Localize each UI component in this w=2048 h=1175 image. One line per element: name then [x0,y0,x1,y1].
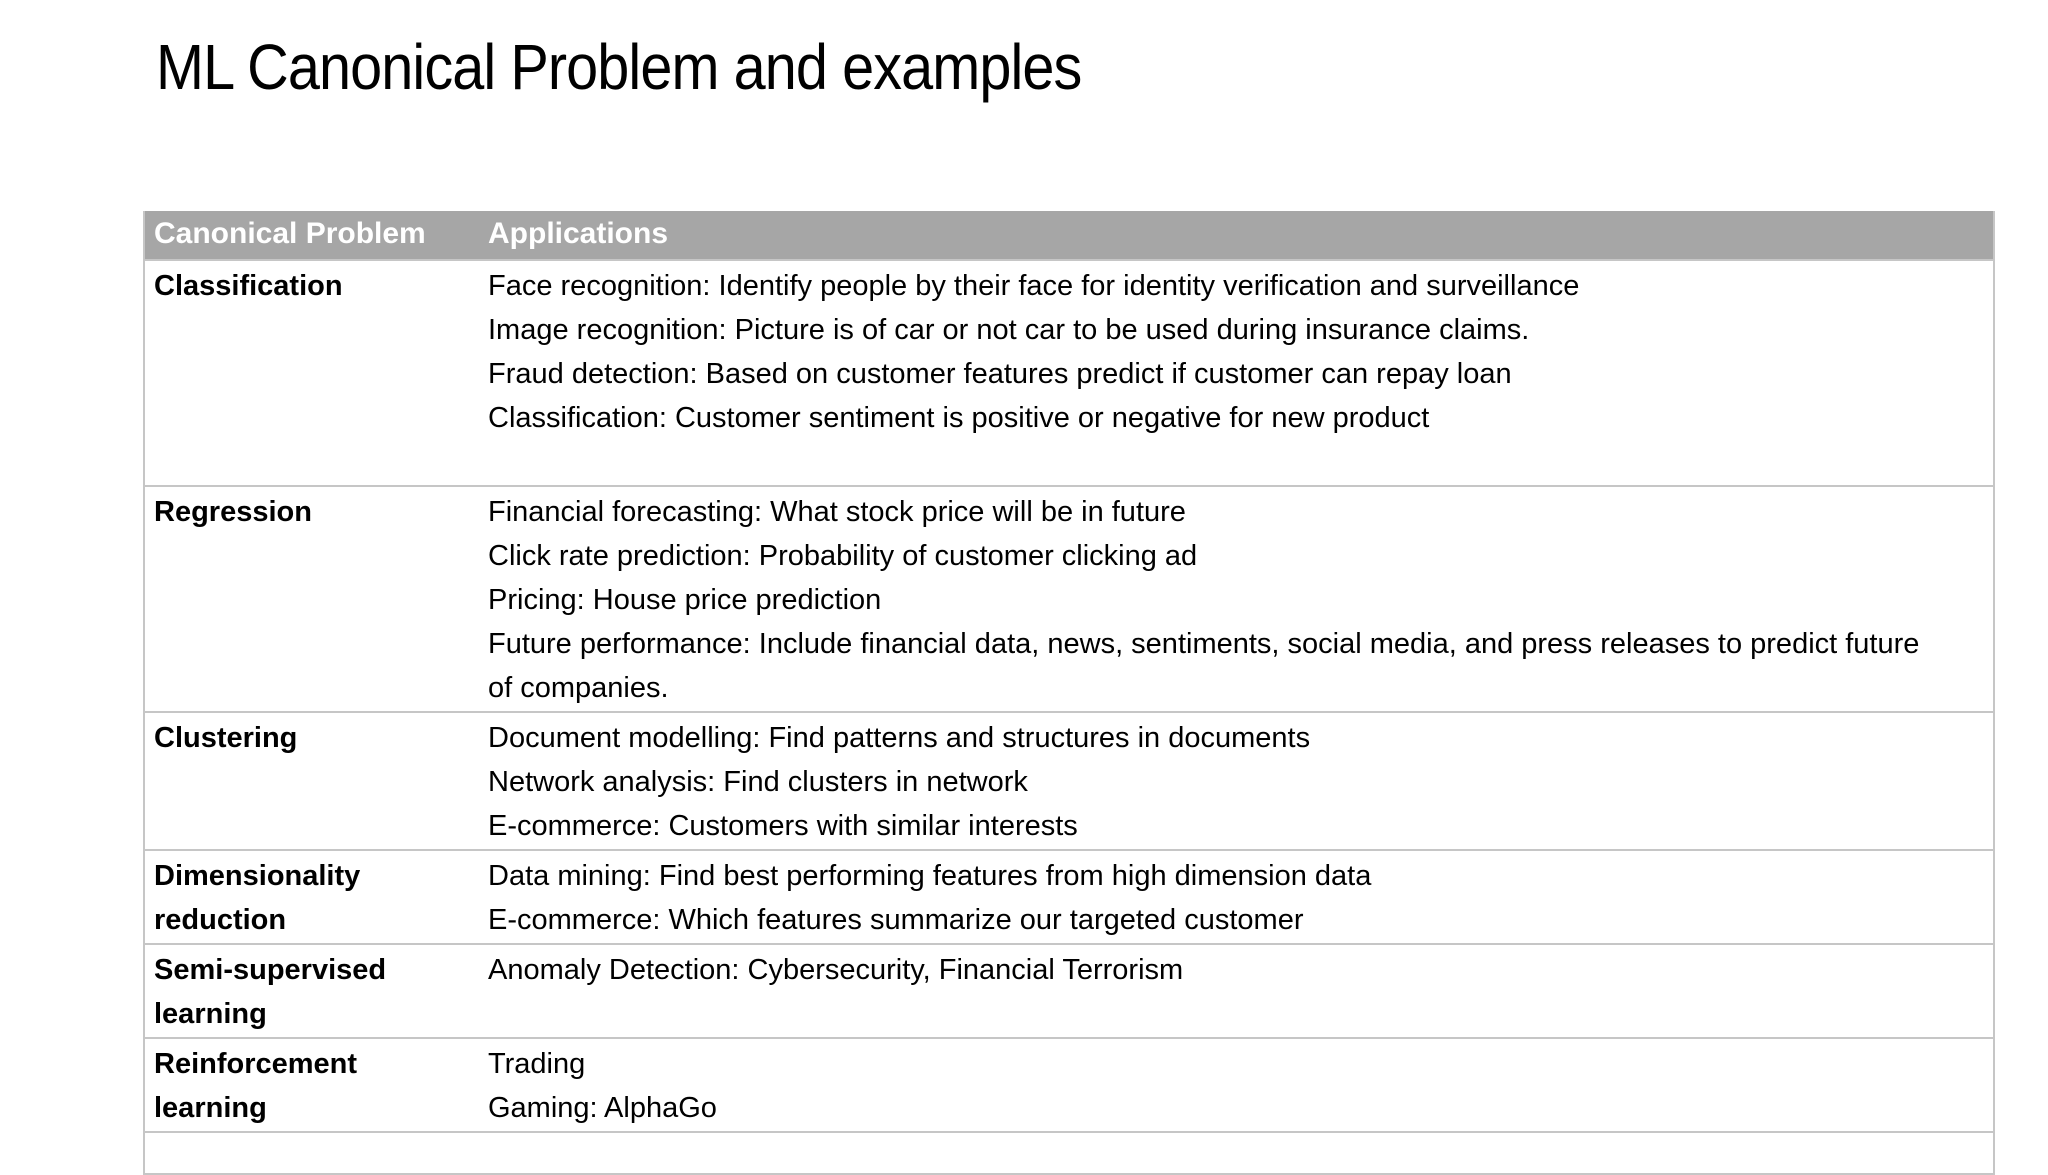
applications-cell: Financial forecasting: What stock price … [479,486,1994,712]
application-line: Network analysis: Find clusters in netwo… [488,766,1028,798]
problem-cell: Semi-supervised learning [154,954,387,1030]
application-line: Classification: Customer sentiment is po… [488,402,1430,434]
application-line: Data mining: Find best performing featur… [488,860,1372,892]
application-line: E-commerce: Customers with similar inter… [488,810,1078,842]
problem-cell: Dimensionality reduction [154,860,361,936]
problem-cell: Clustering [154,722,298,754]
table-row: Regression Financial forecasting: What st… [144,486,1994,712]
application-line: Face recognition: Identify people by the… [488,270,1580,302]
applications-cell: Anomaly Detection: Cybersecurity, Financ… [479,944,1994,1038]
applications-cell [479,1132,1994,1174]
application-line: Image recognition: Picture is of car or … [488,314,1530,346]
applications-cell: Document modelling: Find patterns and st… [479,712,1994,850]
application-line: Trading [488,1048,586,1080]
application-line: Click rate prediction: Probability of cu… [488,540,1198,572]
application-line: Document modelling: Find patterns and st… [488,722,1311,754]
application-line: Future performance: Include financial da… [488,628,1920,704]
application-line: Gaming: AlphaGo [488,1092,717,1124]
problem-cell: Reinforcement learning [154,1048,358,1124]
applications-cell: Face recognition: Identify people by the… [479,260,1994,486]
table-row: Semi-supervised learning Anomaly Detectio… [144,944,1994,1038]
header-canonical-problem: Canonical Problem [144,211,479,260]
problem-cell: Classification [154,270,343,302]
problem-cell [144,1132,479,1174]
canonical-problems-table: Canonical Problem Applications Classific… [143,211,1995,1175]
application-line: Pricing: House price prediction [488,584,882,616]
application-line [488,440,1938,484]
application-line: E-commerce: Which features summarize our… [488,904,1304,936]
table-row: Classification Face recognition: Identify… [144,260,1994,486]
slide-title: ML Canonical Problem and examples [156,31,1082,103]
application-line: Anomaly Detection: Cybersecurity, Financ… [488,954,1184,986]
table-row: Dimensionality reduction Data mining: Fin… [144,850,1994,944]
header-applications: Applications [479,211,1994,260]
application-line: Fraud detection: Based on customer featu… [488,358,1512,390]
applications-cell: Data mining: Find best performing featur… [479,850,1994,944]
table-row: Clustering Document modelling: Find patte… [144,712,1994,850]
application-line: Financial forecasting: What stock price … [488,496,1186,528]
table-header-row: Canonical Problem Applications [144,211,1994,260]
table-row [144,1132,1994,1174]
problem-cell: Regression [154,496,312,528]
